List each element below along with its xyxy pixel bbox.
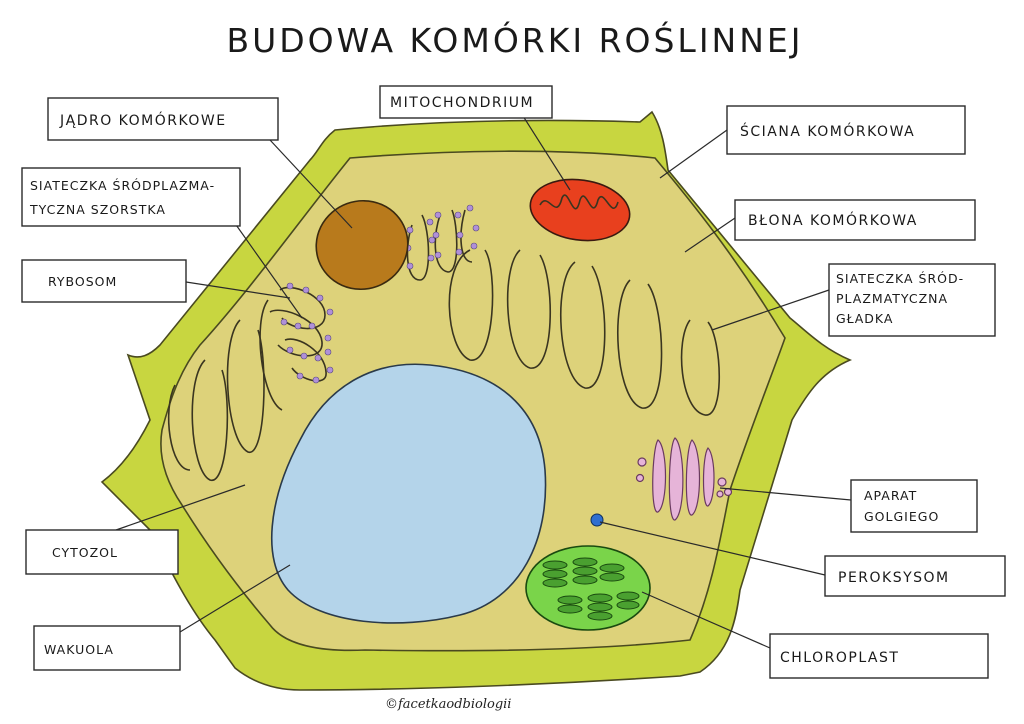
label-peroksysom: PEROKSYSOM [824,555,1006,597]
ribosome-dots-left [280,282,334,384]
label-jadro: JĄDRO KOMÓRKOWE [47,97,279,141]
label-jadro-text: JĄDRO KOMÓRKOWE [59,111,227,129]
label-peroksysom-text: PEROKSYSOM [838,570,950,586]
credit-text: ©facetkaodbiologii [385,697,511,712]
label-cytozol-text: CYTOZOL [52,545,118,560]
label-er-smooth-line2: PLAZMATYCZNA [836,291,948,306]
peroxisome [590,513,604,527]
label-blona: BŁONA KOMÓRKOWA [734,199,976,241]
label-rybosom-text: RYBOSOM [48,274,117,289]
label-chloroplast-text: CHLOROPLAST [780,650,899,666]
label-chloroplast: CHLOROPLAST [769,633,989,679]
label-blona-text: BŁONA KOMÓRKOWA [748,211,918,229]
label-sciana-text: ŚCIANA KOMÓRKOWA [740,122,915,140]
label-cytozol: CYTOZOL [25,529,179,575]
smooth-er-right [448,249,721,416]
vacuole [271,363,547,624]
smooth-er-left [167,299,283,481]
label-golgi-line2: GOLGIEGO [864,509,939,524]
rough-er-left [269,282,334,384]
label-golgi: APARAT GOLGIEGO [850,479,978,533]
label-er-smooth: SIATECZKA ŚRÓD- PLAZMATYCZNA GŁADKA [828,263,996,337]
golgi-apparatus [635,437,733,521]
leader-lines [115,115,852,649]
label-rybosom: RYBOSOM [21,259,187,303]
label-wakuola-text: WAKUOLA [44,642,114,657]
diagram-title: BUDOWA KOMÓRKI ROŚLINNEJ [226,20,803,60]
label-er-smooth-line3: GŁADKA [836,311,893,326]
label-sciana: ŚCIANA KOMÓRKOWA [726,105,966,155]
label-er-rough: SIATECZKA ŚRÓDPLAZMA- TYCZNA SZORSTKA [21,167,241,227]
label-er-rough-line2: TYCZNA SZORSTKA [29,202,166,217]
label-mitochondrium: MITOCHONDRIUM [379,85,553,119]
label-golgi-line1: APARAT [864,488,917,503]
chloroplast [525,545,651,631]
label-er-rough-line1: SIATECZKA ŚRÓDPLAZMA- [30,178,215,193]
label-er-smooth-line1: SIATECZKA ŚRÓD- [836,271,964,286]
label-mitochondrium-text: MITOCHONDRIUM [390,95,534,111]
nucleus [315,199,409,291]
label-wakuola: WAKUOLA [33,625,181,671]
mitochondrion [529,178,631,242]
